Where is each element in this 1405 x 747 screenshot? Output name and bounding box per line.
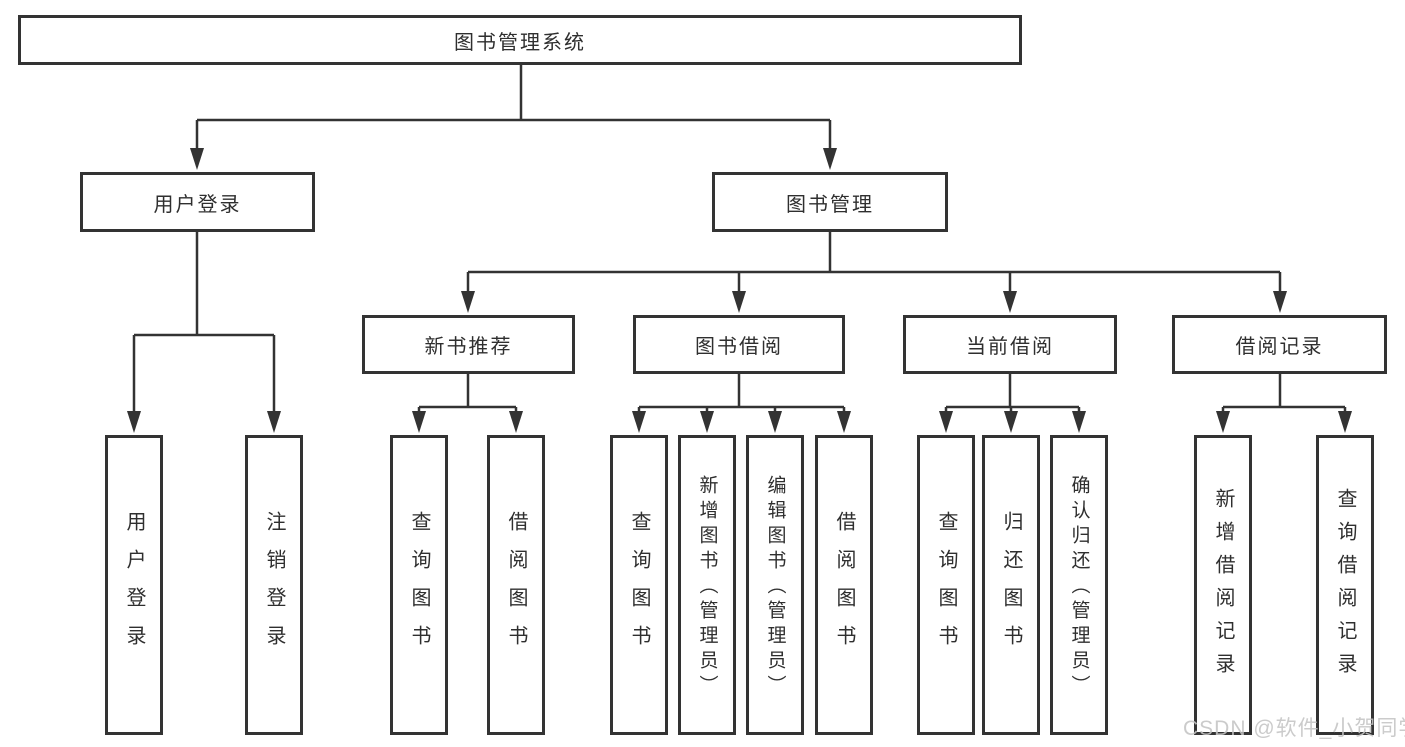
leaf-query-borrow-record: 查询借阅记录 [1316, 435, 1374, 735]
leaf-confirm-return-admin: 确认归还（管理员） [1050, 435, 1108, 735]
leaf-logout: 注销登录 [245, 435, 303, 735]
leaf-user-login: 用户登录 [105, 435, 163, 735]
node-borrow-records: 借阅记录 [1172, 315, 1387, 374]
node-book-management: 图书管理 [712, 172, 948, 232]
leaf-query-books-borrow: 查询图书 [610, 435, 668, 735]
leaf-query-books-recommend: 查询图书 [390, 435, 448, 735]
node-user-login: 用户登录 [80, 172, 315, 232]
leaf-query-books-current: 查询图书 [917, 435, 975, 735]
node-new-book-recommend: 新书推荐 [362, 315, 575, 374]
node-current-borrow: 当前借阅 [903, 315, 1117, 374]
node-book-borrow: 图书借阅 [633, 315, 845, 374]
leaf-borrow-books-recommend: 借阅图书 [487, 435, 545, 735]
csdn-watermark: CSDN @软件_小贺同学 [1183, 717, 1405, 740]
node-root-library-system: 图书管理系统 [18, 15, 1022, 65]
leaf-borrow-books: 借阅图书 [815, 435, 873, 735]
leaf-add-borrow-record: 新增借阅记录 [1194, 435, 1252, 735]
leaf-add-book-admin: 新增图书（管理员） [678, 435, 736, 735]
leaf-return-book: 归还图书 [982, 435, 1040, 735]
leaf-edit-book-admin: 编辑图书（管理员） [746, 435, 804, 735]
